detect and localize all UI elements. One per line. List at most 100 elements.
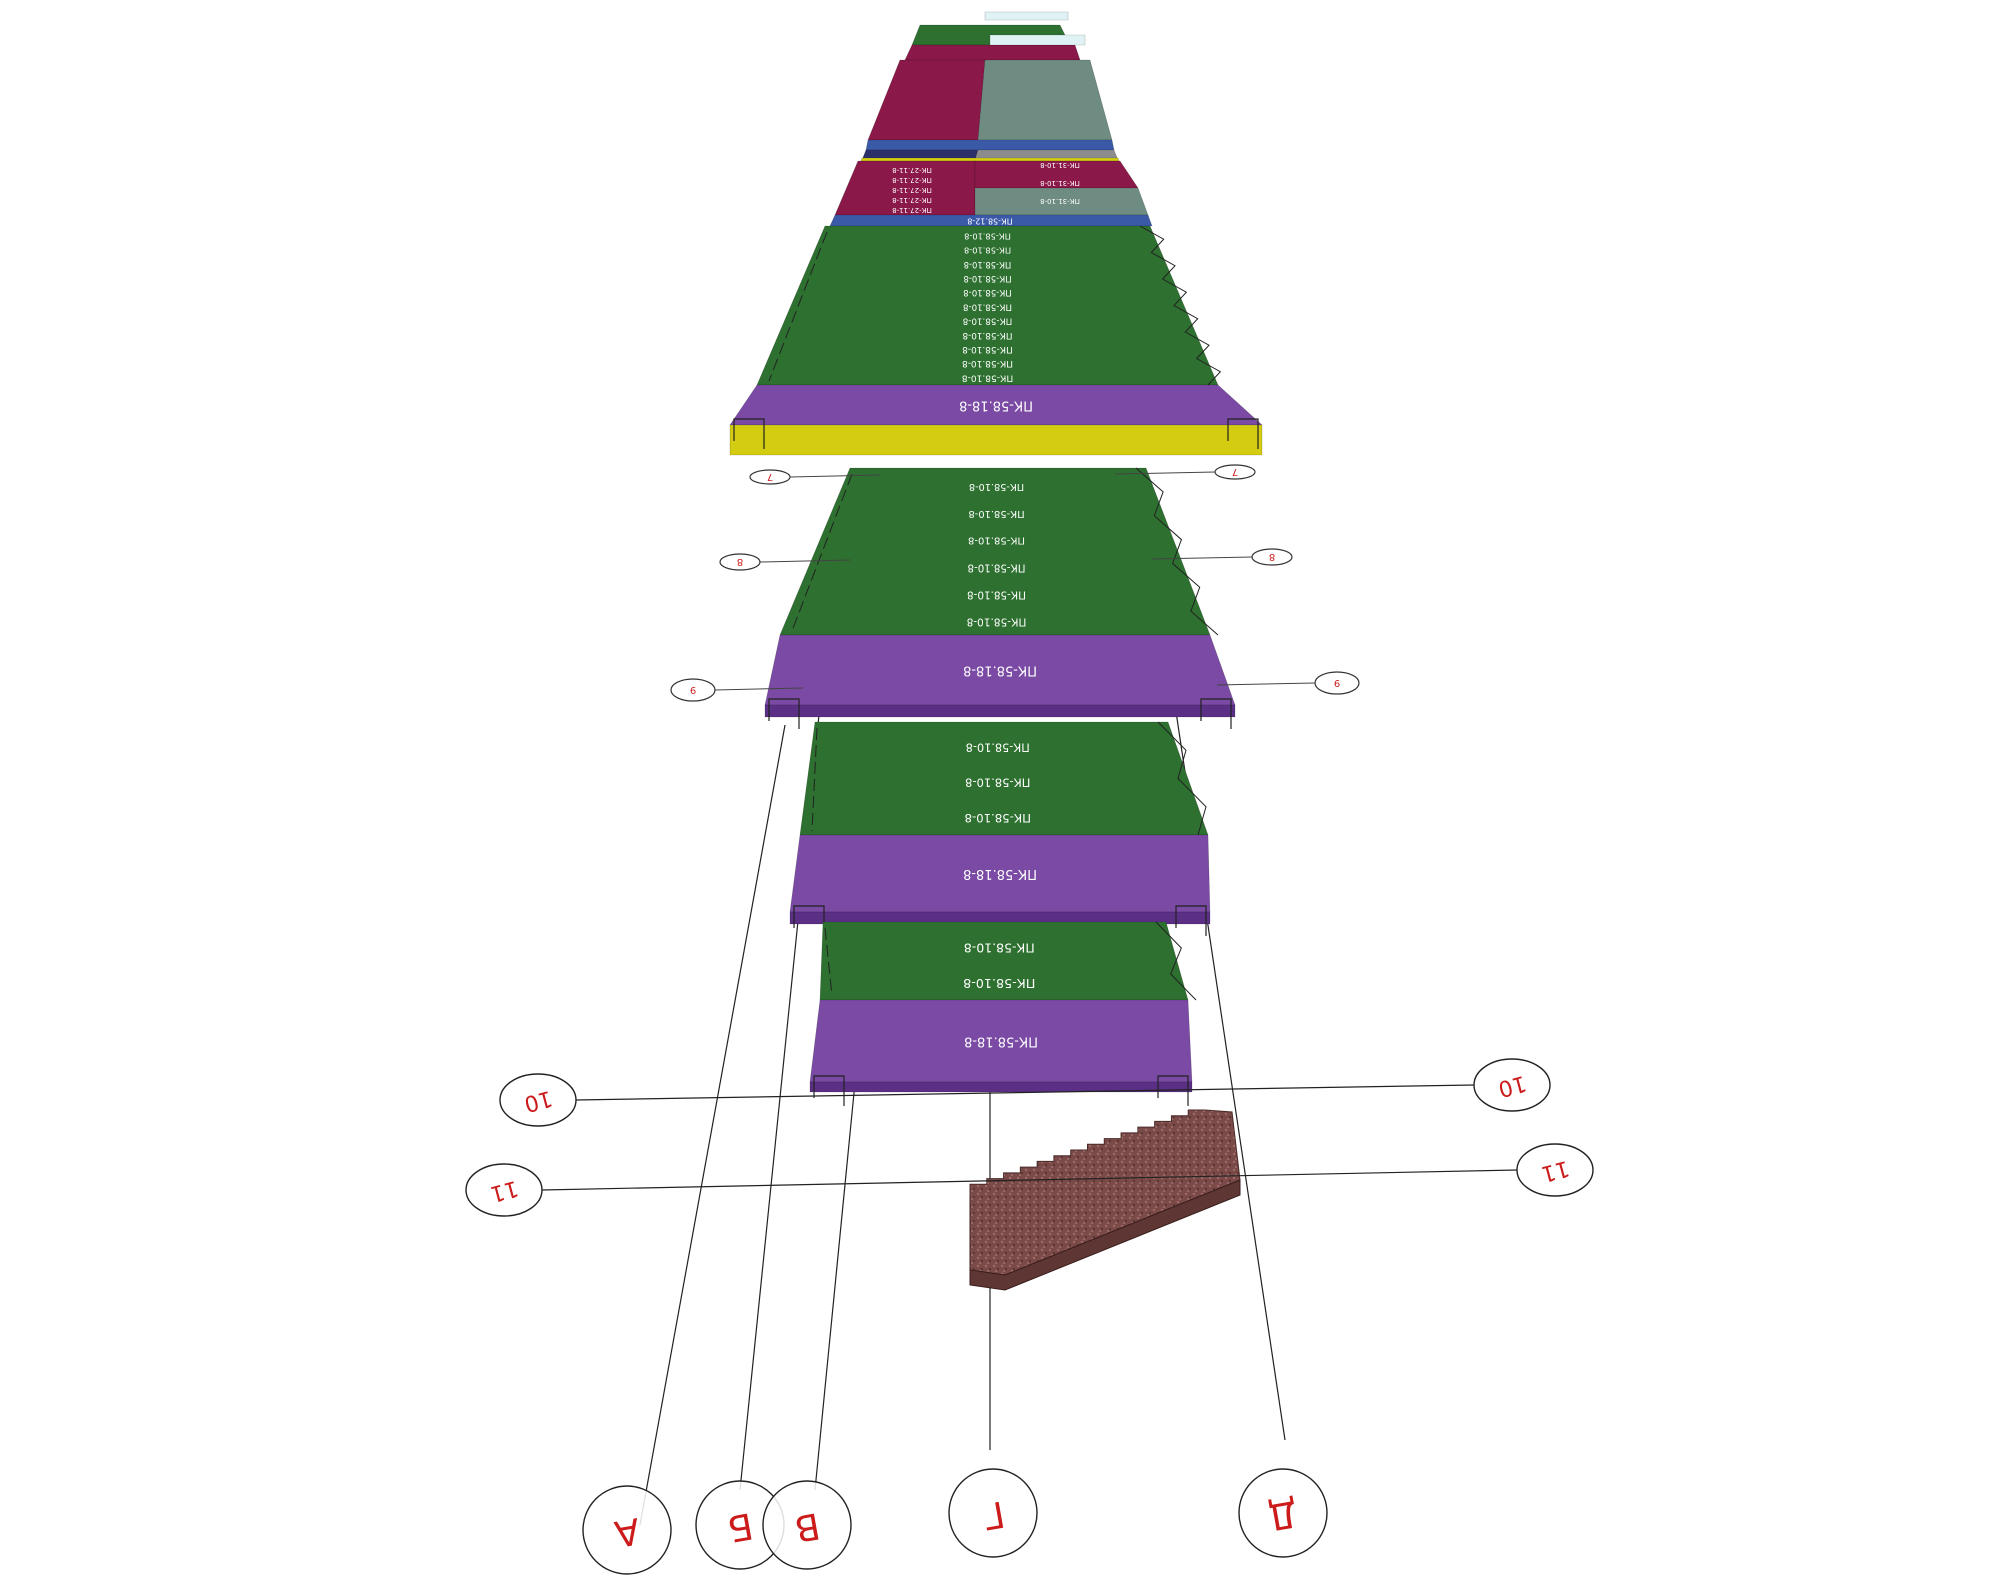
level-marker-leader: [1114, 471, 1216, 475]
slab-label: ПК-58.18-8: [963, 663, 1037, 678]
slab-dashed-line: [811, 727, 818, 832]
slab-label: ПК-58.10-8: [964, 246, 1011, 256]
slab-anchor-bracket: [733, 418, 765, 449]
distant-slab-outline: [989, 34, 1086, 46]
slab-label: ПК-58.10-8: [969, 481, 1024, 492]
slab-label: ПК-27.11-8: [892, 166, 932, 174]
slab-label: ПК-58.10-8: [962, 358, 1013, 368]
level-marker-leader: [1216, 682, 1316, 686]
slab-label: ПК-58.10-8: [962, 344, 1013, 354]
axis-line: [639, 724, 786, 1526]
level-marker-number: 7: [1232, 466, 1238, 477]
slab-label: ПК-58.10-8: [963, 976, 1035, 991]
level-marker-bubble: [749, 469, 791, 485]
slab-label: ПК-58.10-8: [968, 562, 1026, 573]
stair-underside: [969, 1179, 1241, 1291]
slab-edge: [764, 704, 1236, 718]
slab-label: ПК-58.10-8: [968, 508, 1024, 519]
level-marker-bubble: [1214, 464, 1256, 480]
level-marker-leader: [1151, 556, 1253, 560]
slab-label: ПК-58.10-8: [967, 589, 1026, 601]
slab-label: ПК-58.10-8: [968, 535, 1025, 546]
slab-tie-zigzag: [1157, 721, 1207, 836]
slab-label: ПК-58.10-8: [963, 274, 1011, 284]
level-marker-bubble: [1473, 1058, 1551, 1112]
level-marker-bubble: [499, 1073, 577, 1127]
slab-label: ПК-58.10-8: [964, 260, 1012, 270]
level-marker-bubble: [1251, 548, 1293, 566]
blue-slab-strip: [865, 139, 1115, 151]
level-marker-number: 8: [1269, 551, 1275, 562]
gray-slab-block: [977, 59, 1113, 141]
slab-label: ПК-58.10-8: [964, 940, 1035, 955]
slab-label: ПК-27.11-8: [892, 206, 932, 214]
staircase: [969, 1109, 1241, 1291]
upper-slab-stack: ПК-27.11-8ПК-27.11-8ПК-27.11-8ПК-27.11-8…: [829, 11, 1153, 227]
level-grid-line: [575, 1084, 1475, 1101]
slab-tie-zigzag: [1135, 467, 1219, 636]
floor-block: ПК-58.10-8ПК-58.10-8ПК-58.10-8ПК-58.10-8…: [729, 225, 1263, 456]
slab-dashed-line: [824, 927, 833, 997]
axis-bubble: [582, 1485, 672, 1575]
slab-anchor-bracket: [1227, 418, 1259, 449]
slab-label: ПК-27.11-8: [892, 176, 932, 184]
slab-label: ПК-58.10-8: [966, 741, 1030, 754]
slab-label: ПК-58.18-8: [963, 866, 1037, 881]
level-marker-leader: [789, 474, 881, 478]
yellow-slab-edge: [860, 157, 1120, 162]
slab-label: ПК-58.10-8: [963, 316, 1013, 326]
slab-anchor-bracket: [813, 1075, 845, 1106]
slab-anchor-bracket: [793, 905, 825, 936]
slab-layers: ПК-27.11-8ПК-27.11-8ПК-27.11-8ПК-27.11-8…: [729, 11, 1263, 1106]
slab-label: ПК-31.10-8: [1040, 161, 1080, 169]
floor-block: ПК-58.10-8ПК-58.10-8ПК-58.10-8ПК-58.10-8…: [764, 467, 1236, 729]
level-marker-number: 9: [690, 684, 696, 695]
slab-label: ПК-58.10-8: [964, 231, 1011, 241]
level-marker-bubble: [670, 678, 716, 702]
slab-label: ПК-58.10-8: [963, 287, 1012, 297]
slab-anchor-bracket: [1157, 1075, 1189, 1106]
level-marker-leader: [714, 687, 804, 691]
slab-dashed-line: [768, 231, 828, 382]
axis-letter: Д: [1266, 1492, 1301, 1537]
slab-anchor-bracket: [1200, 698, 1232, 729]
level-marker-bubble: [719, 553, 761, 571]
floor-block: ПК-58.10-8ПК-58.10-8ПК-58.10-8ПК-58.18-8: [789, 721, 1211, 936]
slab-label: ПК-31.10-8: [1040, 179, 1080, 187]
narrow-slab: [829, 214, 1153, 227]
slab-tie-zigzag: [1139, 225, 1222, 386]
level-marker-bubble: [1314, 671, 1360, 695]
slab-label: ПК-58.12-8: [967, 217, 1012, 226]
level-marker-leader: [759, 559, 851, 563]
slab-label: ПК-58.18-8: [959, 398, 1033, 413]
distant-slab-outline: [984, 11, 1069, 21]
stair-flight: [969, 1109, 1241, 1276]
slab-label: ПК-58.10-8: [963, 330, 1013, 340]
slab-anchor-bracket: [1175, 905, 1207, 936]
level-marker-number: 8: [737, 556, 743, 567]
slab-label: ПК-58.10-8: [965, 776, 1030, 790]
slab-label: ПК-58.10-8: [962, 372, 1014, 382]
slab-edge: [729, 424, 1263, 456]
level-grid-line: [541, 1169, 1518, 1191]
slab-label: ПК-58.10-8: [965, 811, 1031, 825]
level-marker-bubble: [1516, 1143, 1594, 1197]
axis-bubble: [1238, 1468, 1328, 1558]
slab-edge: [809, 1081, 1193, 1093]
slab-label: ПК-58.18-8: [964, 1034, 1038, 1049]
slab-dashed-line: [791, 473, 853, 632]
axis-bubble: [948, 1468, 1038, 1558]
slab-label: ПК-27.11-8: [892, 196, 932, 204]
slab-label: ПК-58.10-8: [963, 301, 1012, 311]
level-marker-number: 9: [1334, 677, 1340, 688]
slab-label: ПК-27.11-8: [892, 186, 932, 194]
crimson-slab-block: [867, 59, 986, 141]
distant-slab: [904, 44, 1081, 61]
slab-anchor-bracket: [768, 698, 800, 729]
level-marker-number: 7: [767, 471, 773, 482]
slab-label: ПК-58.10-8: [967, 616, 1027, 628]
